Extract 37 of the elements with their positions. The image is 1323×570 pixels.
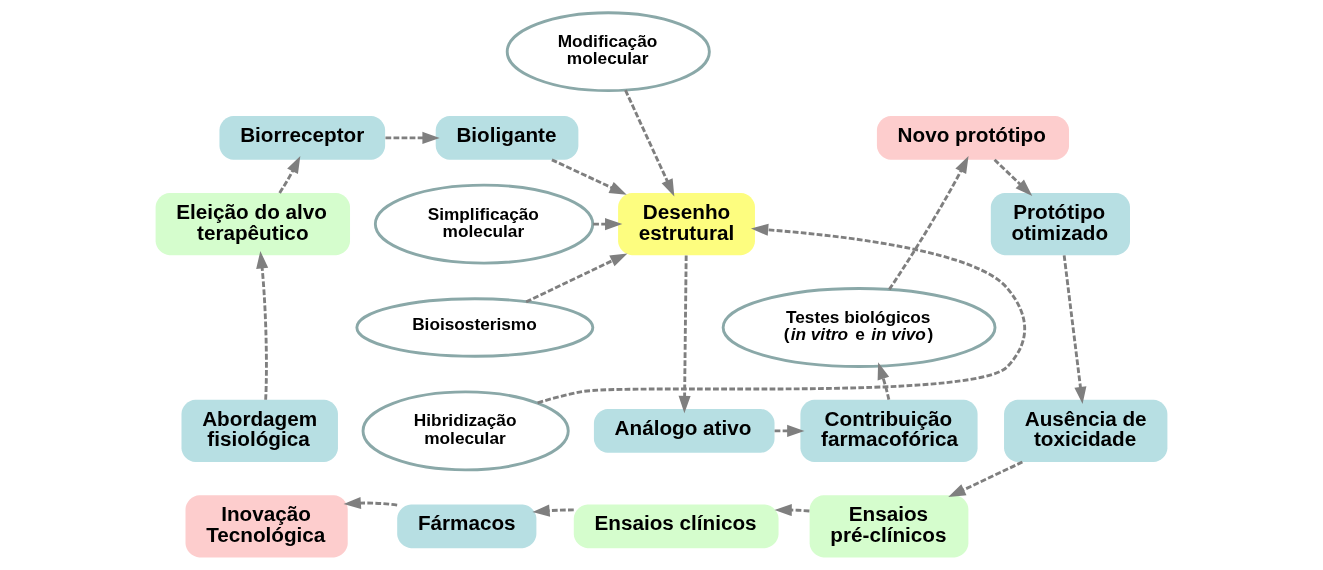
arrow (385, 131, 440, 144)
arrow (343, 497, 398, 510)
node-box: Contribuição farmacofórica (800, 399, 978, 462)
node-ellipse: Modificação molecular (505, 11, 711, 93)
node-box: Eleição do alvo terapêutico (155, 193, 350, 256)
arrow (525, 253, 628, 304)
arrow (256, 251, 269, 400)
node-box: Desenho estrutural (618, 193, 755, 256)
arrow (993, 158, 1033, 196)
arrow (877, 362, 891, 400)
node-ellipse: Hibridização molecular (361, 390, 570, 472)
arrow (774, 424, 805, 437)
node-box: Fármacos (397, 504, 537, 549)
arrow (551, 158, 627, 195)
arrow (593, 218, 623, 231)
arrow (1062, 255, 1087, 405)
node-ellipse: Testes biológicos (in vitro e in vivo) (721, 287, 997, 368)
arrow (774, 503, 810, 517)
arrow (278, 155, 301, 194)
node-box: Análogo ativo (593, 409, 775, 453)
node-box: Novo protótipo (876, 116, 1070, 160)
arrow (624, 89, 675, 197)
node-box: Biorreceptor (219, 116, 386, 160)
arrow (537, 223, 1026, 405)
node-box: Inovação Tecnológica (185, 495, 348, 558)
node-box: Abordagem fisiológica (181, 399, 338, 462)
node-ellipse: Simplificação molecular (373, 183, 595, 265)
node-box: Ausência de toxicidade (1004, 399, 1168, 462)
arrow (678, 255, 691, 414)
node-ellipse: Bioisosterismo (355, 297, 595, 358)
node-box: Bioligante (435, 116, 579, 160)
node-box: Protótipo otimizado (990, 193, 1130, 256)
node-box: Ensaios clínicos (573, 504, 779, 549)
arrow (532, 504, 574, 517)
arrow (948, 460, 1023, 498)
arrow (888, 155, 969, 291)
node-box: Ensaios pré-clínicos (809, 495, 969, 558)
